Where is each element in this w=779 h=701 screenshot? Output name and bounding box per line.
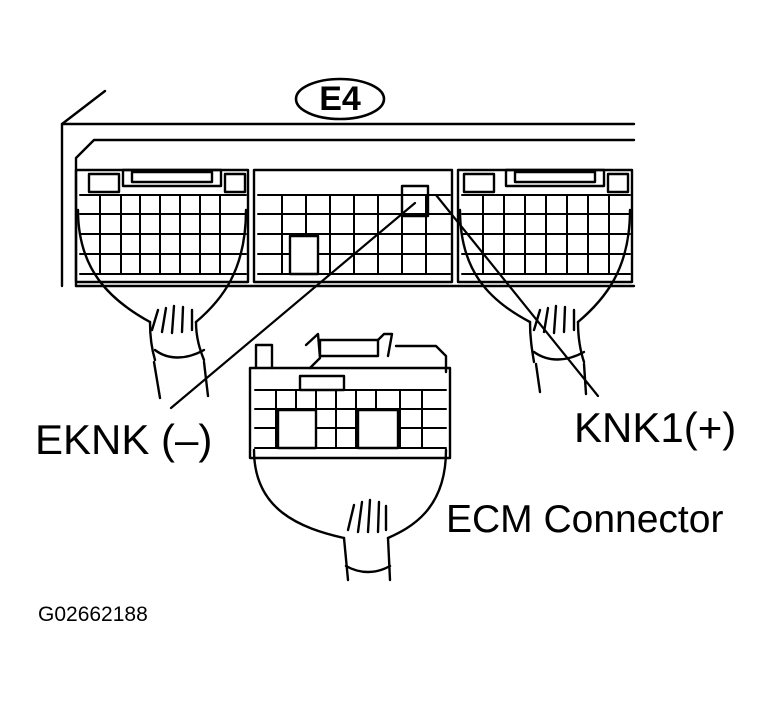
knk1-terminal-label: KNK1(+): [574, 404, 737, 451]
left-wire-harness: [76, 208, 248, 400]
figure-code-label: G02662188: [38, 603, 148, 626]
connector-id-label: E4: [319, 80, 361, 118]
middle-connector-block: [252, 168, 454, 284]
knk1-leader-line: [434, 193, 600, 398]
left-cavity-grid: [79, 194, 247, 275]
front-connector: [248, 332, 452, 460]
front-wire-harness: [252, 448, 448, 582]
right-cavity-grid: [461, 194, 631, 275]
leader-lines: [169, 193, 600, 410]
eknk-terminal-label: EKNK (–): [35, 416, 213, 463]
left-connector-block: [74, 168, 250, 284]
eknk-leader-line: [169, 201, 417, 410]
ecm-connector-label: ECM Connector: [446, 498, 724, 541]
middle-cavity-grid: [257, 194, 451, 275]
ecm-housing: [60, 89, 636, 288]
right-connector-block: [456, 168, 634, 284]
connector-id-ellipse: [294, 77, 386, 121]
